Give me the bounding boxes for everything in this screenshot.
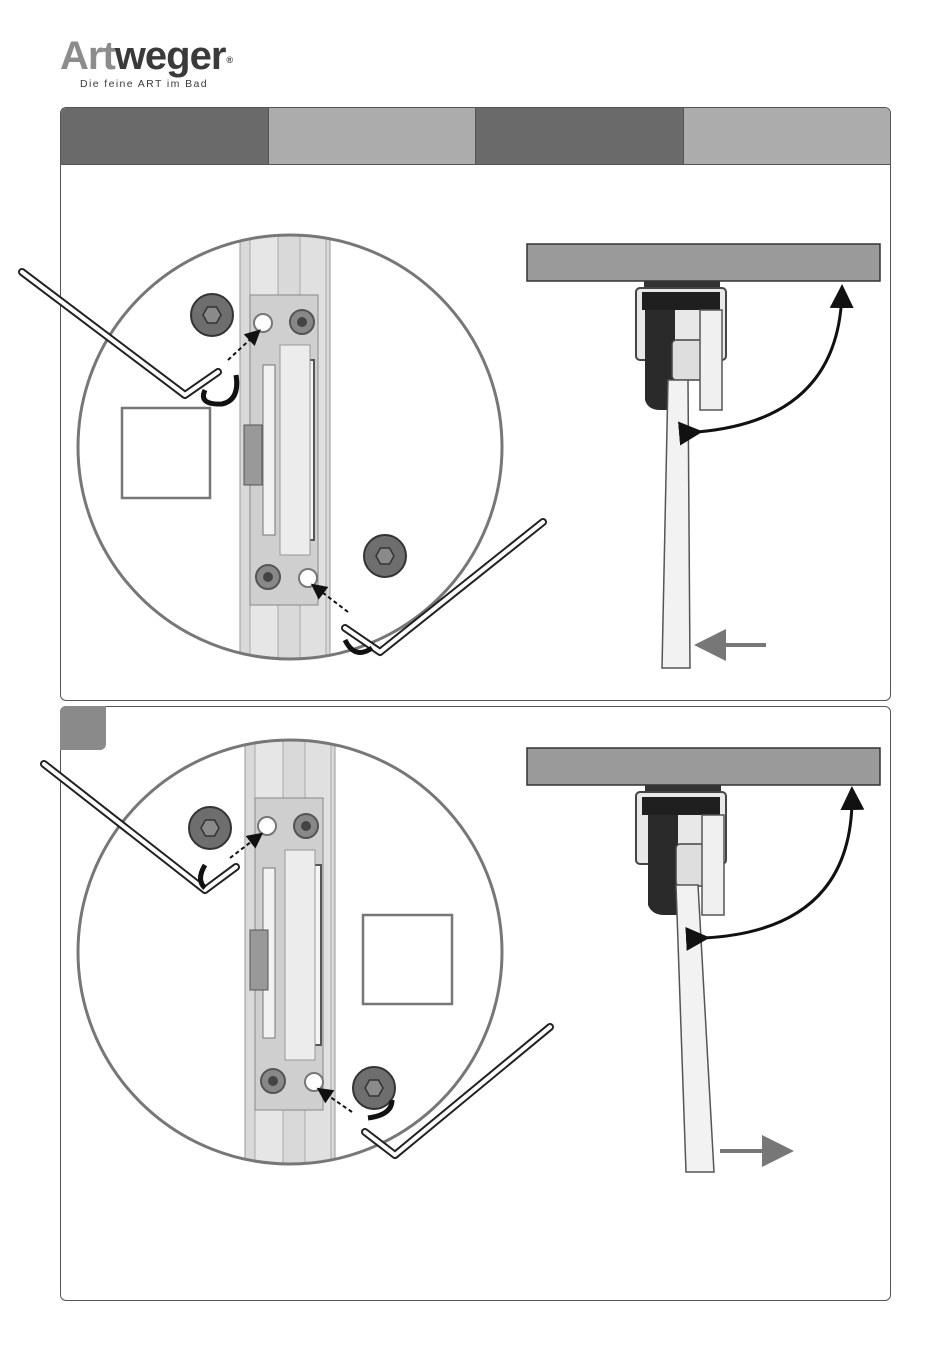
hex-key-icon [22, 272, 218, 395]
hex-screw-icon [364, 535, 406, 577]
glass-pane-1 [662, 380, 690, 668]
step-1-side-view [527, 244, 880, 668]
ceiling-profile-2 [527, 748, 880, 785]
step-1-detail-view [22, 230, 543, 670]
hex-screw-icon [353, 1067, 395, 1109]
ceiling-profile-1 [527, 244, 880, 281]
step-2-detail-view [44, 735, 550, 1175]
hex-screw-icon [191, 294, 233, 336]
label-box-1 [122, 408, 210, 498]
step-2-side-view [527, 748, 880, 1172]
hex-screw-icon [189, 807, 231, 849]
rotation-arrow-icon [201, 865, 206, 888]
label-box-2 [363, 915, 452, 1004]
glass-pane-2 [676, 885, 714, 1172]
